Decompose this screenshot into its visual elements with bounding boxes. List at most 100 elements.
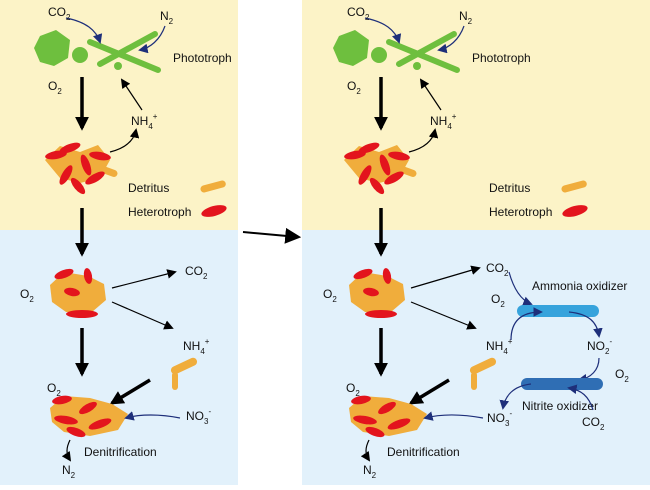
nh4-label: NH4+ bbox=[183, 337, 210, 356]
ammonia-oxidizer-label: Ammonia oxidizer bbox=[532, 279, 627, 293]
o2-label: O2 bbox=[491, 292, 505, 309]
left-panel-background bbox=[0, 0, 238, 485]
aggregate-to-nh4-arrow bbox=[408, 128, 439, 153]
phototroph-cell-small bbox=[413, 62, 421, 70]
aggregate-bottom bbox=[50, 395, 128, 438]
aggregate-surface bbox=[45, 142, 118, 195]
o2-label: O2 bbox=[615, 367, 629, 384]
heterotroph-cell bbox=[358, 165, 372, 185]
heterotroph-cell bbox=[387, 418, 411, 430]
heterotroph-cell bbox=[70, 177, 86, 195]
nitrite-oxidizer-to-no3-arrow bbox=[499, 383, 532, 410]
phototroph-filament-b bbox=[396, 31, 457, 67]
ammonia-oxidizer-cell bbox=[517, 305, 599, 317]
legend-heterotroph-swatch bbox=[201, 205, 227, 217]
nitrite-oxidizer-label: Nitrite oxidizer bbox=[522, 399, 598, 413]
heterotroph-cell bbox=[353, 415, 377, 425]
legend-detritus-swatch bbox=[200, 180, 226, 193]
detritus-rod bbox=[469, 357, 497, 375]
detritus-sinking-arrow bbox=[408, 378, 450, 405]
co2-label: CO2 bbox=[185, 264, 208, 281]
heterotroph-cell bbox=[384, 171, 404, 185]
n2-label: N2 bbox=[160, 9, 174, 26]
phototroph-cell-large bbox=[333, 30, 369, 66]
o2-label: O2 bbox=[323, 287, 337, 304]
n2-fixation-arrow bbox=[138, 25, 166, 54]
heterotroph-cell bbox=[59, 142, 81, 154]
n2-label: N2 bbox=[363, 463, 377, 480]
heterotroph-cell bbox=[83, 268, 93, 284]
heterotroph-cell bbox=[351, 395, 371, 405]
phototroph-filament-b bbox=[97, 31, 158, 67]
detritus-rod bbox=[387, 162, 417, 177]
n2-label: N2 bbox=[459, 9, 473, 26]
phototroph-label: Phototroph bbox=[472, 51, 531, 65]
heterotroph-cell bbox=[66, 310, 98, 318]
detritus-rod bbox=[471, 372, 477, 390]
legend-detritus-swatch bbox=[561, 180, 587, 193]
legend-heterotroph-swatch bbox=[562, 205, 588, 217]
phototroph-cell-large bbox=[34, 30, 70, 66]
legend-detritus-label: Detritus bbox=[128, 181, 169, 195]
co2-uptake-arrow bbox=[364, 17, 402, 44]
co2-label: CO2 bbox=[347, 5, 370, 22]
nh4-label: NH4+ bbox=[486, 337, 513, 356]
o2-label: O2 bbox=[20, 287, 34, 304]
panel-transition-arrow bbox=[242, 227, 302, 244]
nh4-to-phototroph-arrow bbox=[120, 78, 143, 111]
co2-to-nitrite-oxidizer-arrow bbox=[567, 384, 594, 411]
heterotroph-cell bbox=[85, 171, 105, 185]
aggregate-bottom bbox=[349, 395, 427, 438]
heterotroph-cell bbox=[54, 415, 78, 425]
phototroph-cell-round bbox=[72, 47, 88, 63]
n2-fixation-arrow bbox=[437, 25, 465, 54]
co2-uptake-arrow bbox=[65, 17, 103, 44]
heterotroph-cell bbox=[54, 268, 74, 280]
no3-label: NO3- bbox=[186, 407, 211, 426]
heterotroph-cell bbox=[52, 395, 72, 405]
no3-to-aggregate-arrow bbox=[124, 411, 181, 421]
no3-to-aggregate-arrow bbox=[423, 411, 484, 421]
legend-heterotroph-label: Heterotroph bbox=[128, 205, 191, 219]
heterotroph-cell bbox=[365, 426, 385, 438]
legend-right: Detritus Heterotroph bbox=[489, 180, 588, 219]
deep-zone-left bbox=[0, 230, 238, 485]
nh4-label: NH4+ bbox=[131, 112, 158, 131]
heterotroph-cell bbox=[80, 154, 92, 176]
heterotroph-cell bbox=[88, 418, 112, 430]
co2-label: CO2 bbox=[48, 5, 71, 22]
aggregate-mid bbox=[349, 268, 405, 318]
heterotroph-cell bbox=[365, 310, 397, 318]
heterotroph-cell bbox=[363, 287, 379, 297]
heterotroph-cell bbox=[66, 426, 86, 438]
ammonia-oxidizer-to-no2-arrow bbox=[568, 311, 603, 338]
nh4-to-ammonia-oxidizer-arrow bbox=[510, 307, 543, 341]
legend-heterotroph-label: Heterotroph bbox=[489, 205, 552, 219]
detritus-rod bbox=[172, 372, 178, 390]
heterotroph-cell bbox=[89, 151, 111, 161]
remineralization-nh4-arrow bbox=[410, 301, 477, 330]
phototroph-cells bbox=[34, 30, 161, 73]
phototroph-cells bbox=[333, 30, 460, 73]
heterotroph-cell bbox=[388, 151, 410, 161]
heterotroph-cell bbox=[79, 401, 97, 415]
deep-zone-right bbox=[302, 230, 650, 485]
phototroph-label: Phototroph bbox=[173, 51, 232, 65]
co2-to-ammonia-oxidizer-arrow bbox=[508, 271, 533, 306]
detritus-rod bbox=[170, 357, 198, 375]
heterotroph-cell bbox=[369, 177, 385, 195]
detritus-piece bbox=[469, 357, 497, 390]
right-panel: CO2 N2 Phototroph O2 NH4+ Detritus Heter… bbox=[323, 5, 629, 480]
phototroph-cell-small bbox=[114, 62, 122, 70]
nh4-to-phototroph-arrow bbox=[419, 78, 442, 111]
surface-zone-left bbox=[0, 0, 238, 230]
denitrification-label: Denitrification bbox=[387, 445, 460, 459]
o2-label: O2 bbox=[47, 381, 61, 398]
o2-label: O2 bbox=[347, 79, 361, 96]
no3-label: NO3- bbox=[487, 409, 512, 428]
heterotroph-cell bbox=[64, 287, 80, 297]
o2-label: O2 bbox=[346, 381, 360, 398]
respiration-co2-arrow bbox=[111, 269, 177, 289]
respiration-co2-arrow bbox=[410, 265, 481, 289]
